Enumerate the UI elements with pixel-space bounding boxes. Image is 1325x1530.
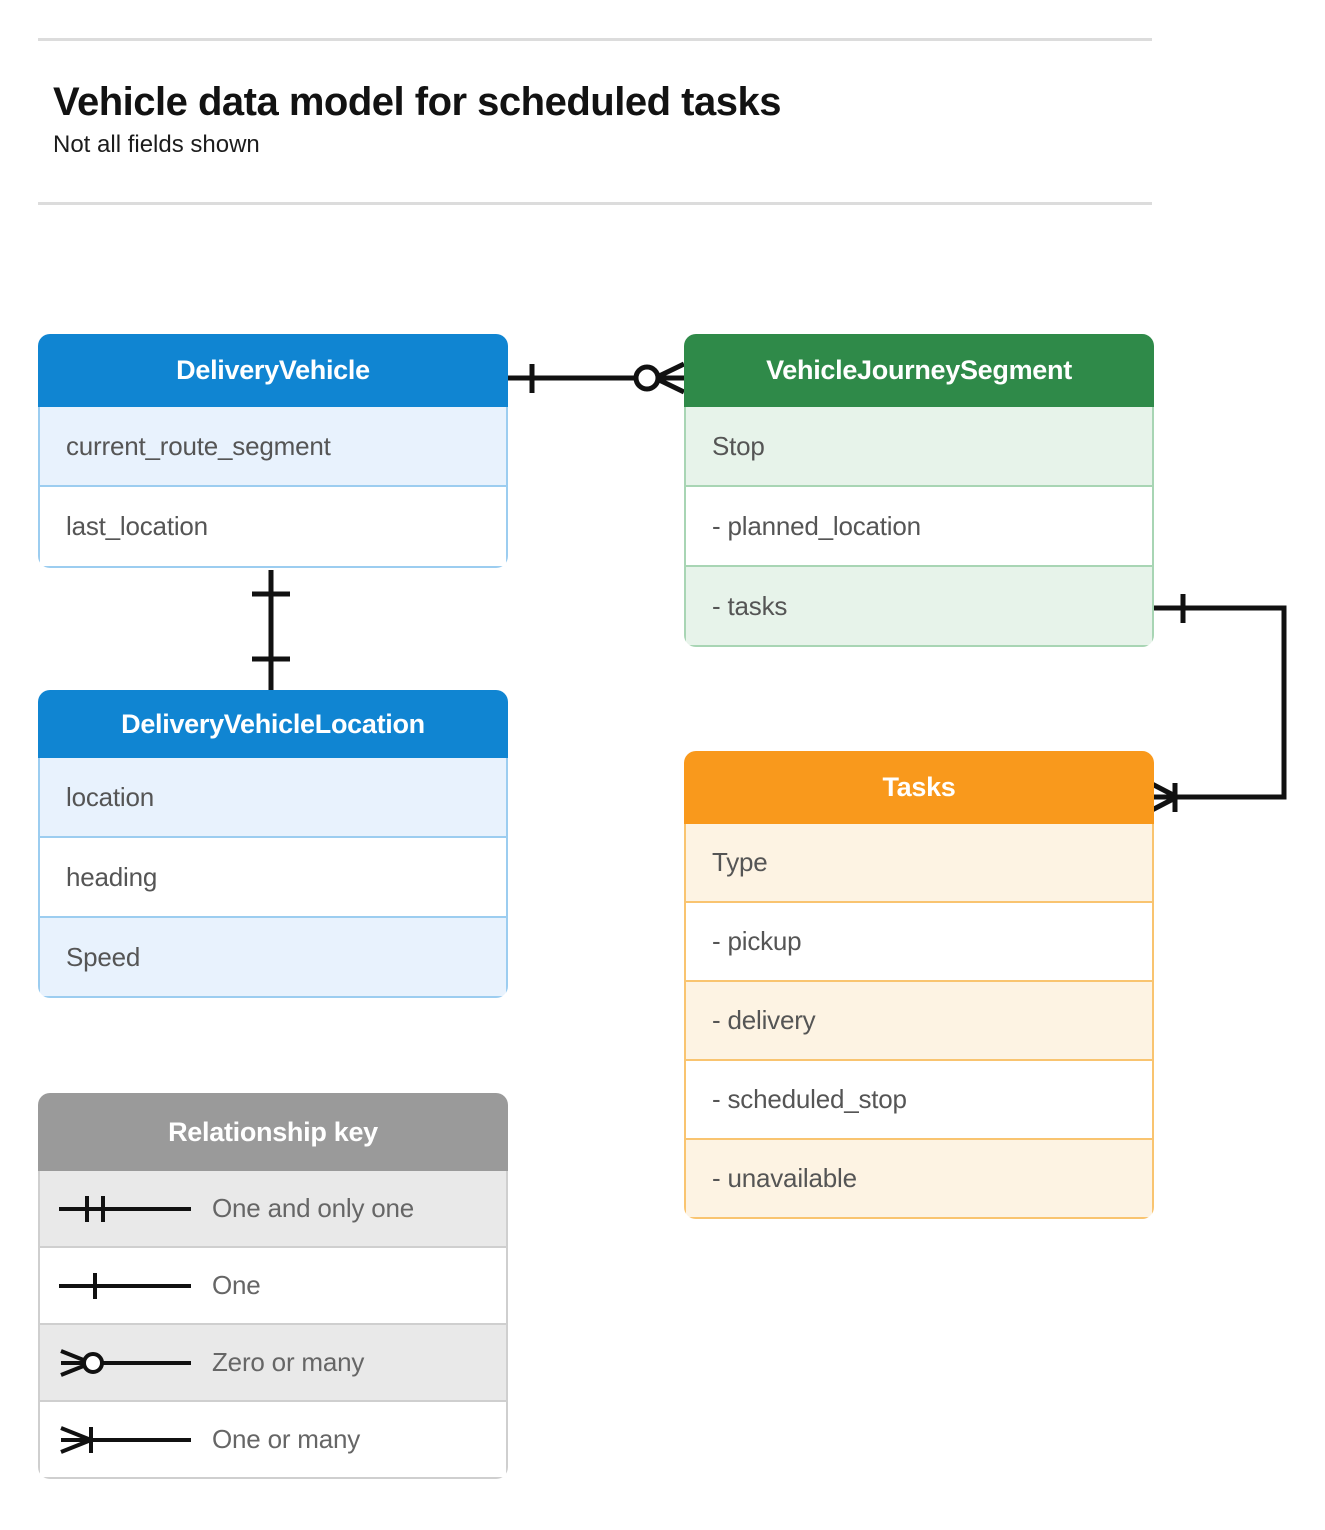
one-or-many-icon — [40, 1420, 212, 1460]
entity-title-vehicle-journey-segment: VehicleJourneySegment — [684, 334, 1154, 407]
entity-field: - delivery — [684, 982, 1154, 1061]
entity-delivery-vehicle[interactable]: DeliveryVehicle current_route_segment la… — [38, 334, 508, 568]
entity-fields-vehicle-journey-segment: Stop - planned_location - tasks — [684, 407, 1154, 647]
legend-item-label: One — [212, 1270, 261, 1300]
legend-item-label: One or many — [212, 1424, 361, 1454]
page-title: Vehicle data model for scheduled tasks — [53, 80, 781, 124]
entity-field: - scheduled_stop — [684, 1061, 1154, 1140]
entity-fields-delivery-vehicle-location: location heading Speed — [38, 758, 508, 998]
header-rule-top — [38, 38, 1152, 41]
page-header: Vehicle data model for scheduled tasks N… — [38, 38, 1152, 205]
entity-tasks[interactable]: Tasks Type - pickup - delivery - schedul… — [684, 751, 1154, 1219]
entity-title-delivery-vehicle: DeliveryVehicle — [38, 334, 508, 407]
one-icon — [40, 1266, 212, 1306]
entity-vehicle-journey-segment[interactable]: VehicleJourneySegment Stop - planned_loc… — [684, 334, 1154, 647]
entity-field: Stop — [684, 407, 1154, 487]
legend-title: Relationship key — [38, 1093, 508, 1171]
entity-field: - unavailable — [684, 1140, 1154, 1219]
page-subtitle: Not all fields shown — [53, 131, 260, 158]
legend-items: One and only one One — [38, 1171, 508, 1479]
legend-item-one-and-only-one: One and only one — [38, 1171, 508, 1248]
entity-field: heading — [38, 838, 508, 918]
entity-field: current_route_segment — [38, 407, 508, 487]
entity-field: location — [38, 758, 508, 838]
entity-title-tasks: Tasks — [684, 751, 1154, 824]
zero-or-many-circle — [633, 364, 661, 392]
legend-item-label: Zero or many — [212, 1347, 365, 1377]
entity-field: Type — [684, 824, 1154, 903]
entity-field: - planned_location — [684, 487, 1154, 567]
entity-field: - tasks — [684, 567, 1154, 647]
entity-field: Speed — [38, 918, 508, 998]
legend-item-zero-or-many: Zero or many — [38, 1325, 508, 1402]
connector-tasks-relationship — [1154, 605, 1287, 800]
entity-fields-tasks: Type - pickup - delivery - scheduled_sto… — [684, 824, 1154, 1219]
header-rule-bottom — [38, 201, 1152, 205]
one-and-only-one-icon — [40, 1189, 212, 1229]
entity-field: last_location — [38, 487, 508, 568]
entity-field: - pickup — [684, 903, 1154, 982]
entity-fields-delivery-vehicle: current_route_segment last_location — [38, 407, 508, 568]
zero-or-many-icon — [40, 1343, 212, 1383]
relationship-key-legend: Relationship key One and only one — [38, 1093, 508, 1479]
legend-item-one: One — [38, 1248, 508, 1325]
legend-item-label: One and only one — [212, 1193, 415, 1223]
entity-title-delivery-vehicle-location: DeliveryVehicleLocation — [38, 690, 508, 758]
legend-item-one-or-many: One or many — [38, 1402, 508, 1479]
entity-delivery-vehicle-location[interactable]: DeliveryVehicleLocation location heading… — [38, 690, 508, 998]
